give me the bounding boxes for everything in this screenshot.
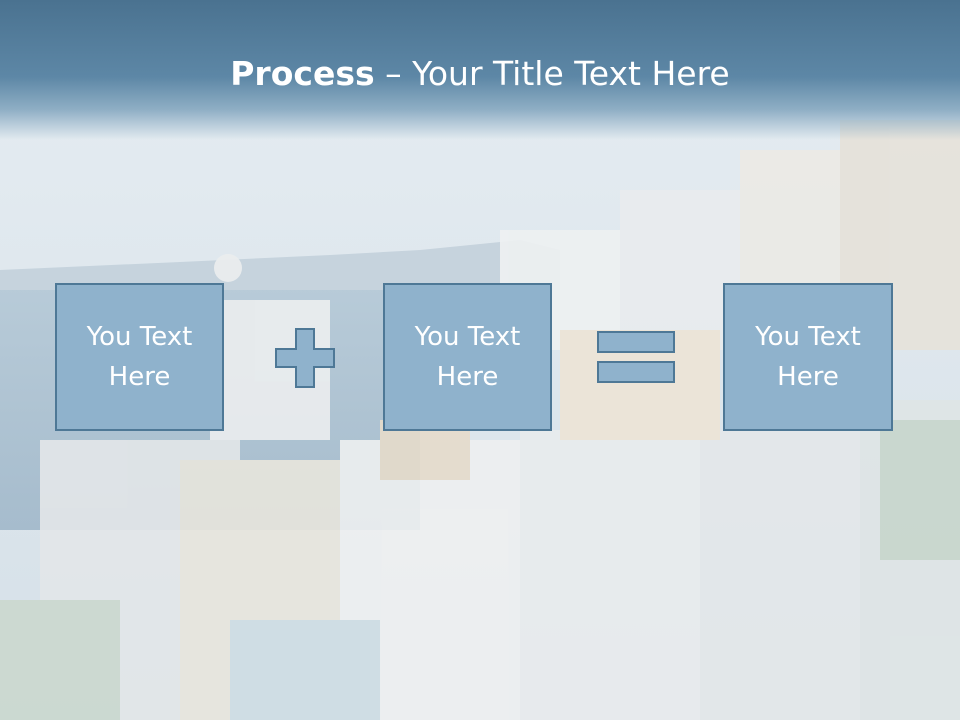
plus-icon bbox=[275, 328, 335, 388]
text-box-2[interactable]: You Text Here bbox=[383, 283, 552, 431]
text-box-3-label: You Text Here bbox=[755, 322, 861, 392]
text-box-1[interactable]: You Text Here bbox=[55, 283, 224, 431]
text-box-2-label: You Text Here bbox=[414, 322, 521, 392]
text-box-1-label: You Text Here bbox=[86, 322, 193, 392]
equals-icon bbox=[597, 331, 675, 383]
slide-title: Process – Your Title Text Here bbox=[0, 52, 960, 96]
title-band bbox=[0, 0, 960, 140]
title-bold: Process bbox=[230, 54, 375, 93]
title-rest: – Your Title Text Here bbox=[374, 54, 730, 93]
text-box-3[interactable]: You Text Here bbox=[723, 283, 893, 431]
